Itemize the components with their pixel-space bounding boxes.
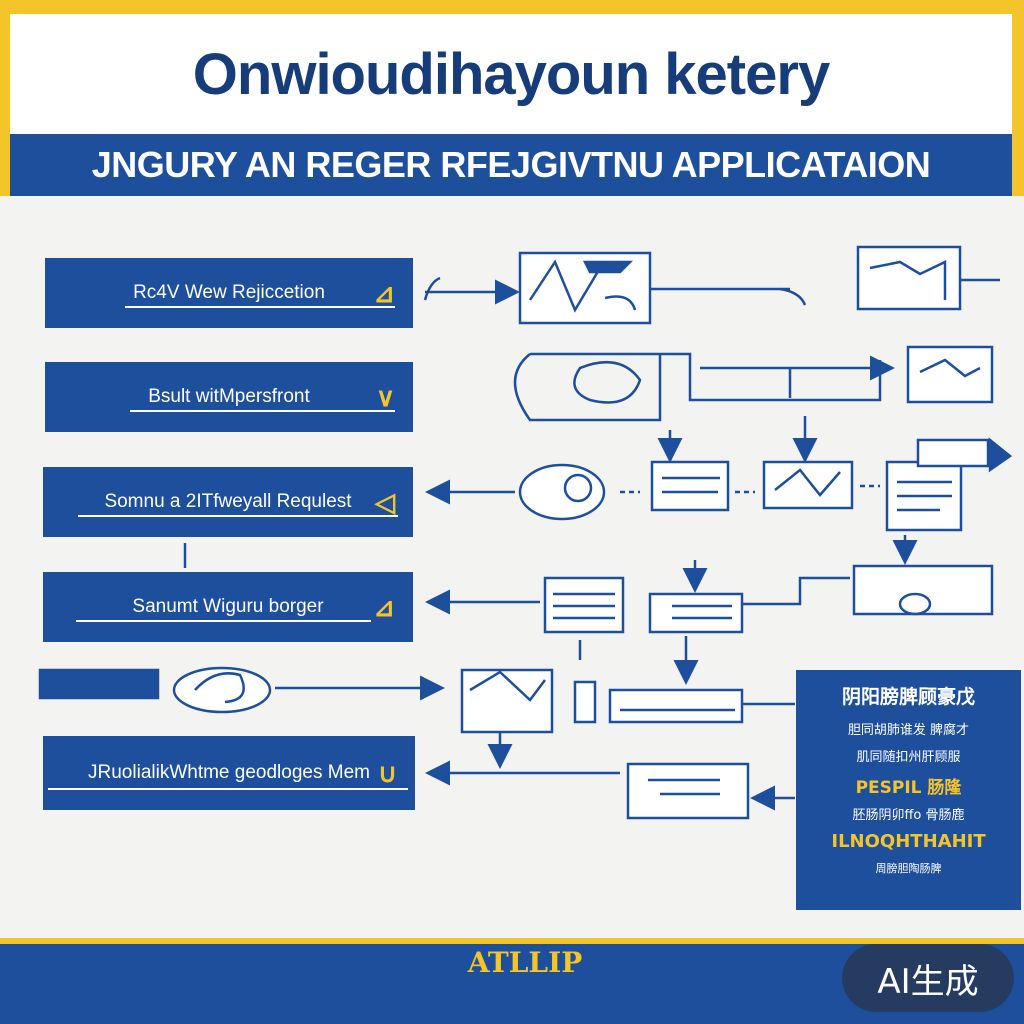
form-icon (650, 460, 730, 512)
step-underline-5 (48, 788, 408, 790)
step-label-3: Somnu a 2ITfweyall Requlest (104, 491, 352, 512)
lens-icon (898, 592, 932, 616)
pill-icon (518, 463, 606, 521)
monitor-icon (906, 345, 994, 404)
sketch-line (869, 260, 947, 300)
connector-curve (423, 276, 441, 301)
sketch-line (469, 670, 546, 702)
info-line-5: 胚肠阴卯ffo 骨肠鹿 (852, 808, 965, 823)
connector-block (573, 680, 597, 724)
step-label-5: JRuolialikWhtme geodloges Mem (88, 762, 370, 783)
form-icon (648, 592, 744, 634)
info-panel: 阴阳膀脾顾豪戊 胆同胡肺谁发 脾腐才 肌同随扣州肝顾服 PESPIL 肠隆 胚肠… (796, 670, 1021, 910)
folder-icon (852, 564, 994, 616)
step-underline-2 (130, 410, 395, 412)
right-gold-border (1012, 0, 1024, 196)
connector-curve (779, 287, 807, 306)
step-box-4: Sanumt Wiguru borger ⊿ (43, 572, 413, 642)
chevron-icon: ⊿ (373, 591, 395, 622)
curve-mark (604, 295, 637, 311)
footer-logo: ATLLIP (440, 930, 610, 994)
top-gold-border (0, 0, 1024, 14)
form-icon (762, 460, 854, 510)
subtitle-banner: JNGURY AN REGER RFEJGIVTNU APPLICATAION (10, 134, 1012, 196)
logo-text: ATLLIP (467, 945, 583, 979)
step-underline-1 (125, 306, 395, 308)
step-box-5: JRuolialikWhtme geodloges Mem ∪ (43, 736, 415, 810)
document-icon (626, 762, 750, 820)
left-gold-border (0, 0, 10, 196)
info-line-2: 胆同胡肺谁发 脾腐才 (847, 723, 970, 738)
pill-icon (172, 666, 272, 714)
chevron-icon: ◁ (375, 486, 395, 517)
step-underline-3 (78, 515, 398, 517)
footer-gold-line (0, 938, 1024, 944)
chart-line-icon (528, 259, 602, 313)
chevron-icon: ⊿ (373, 277, 395, 308)
page-title-area: Onwioudihayoun ketery (10, 14, 1012, 134)
subtitle-text: JNGURY AN REGER RFEJGIVTNU APPLICATAION (91, 144, 931, 185)
capsule-shape (513, 353, 662, 422)
sketch-line (774, 468, 841, 497)
chevron-icon: ∪ (377, 757, 397, 788)
chevron-icon: ∨ (375, 381, 395, 412)
info-line-4: PESPIL 肠隆 (855, 778, 962, 798)
step-underline-4 (76, 620, 371, 622)
lens-icon (563, 473, 593, 503)
step-box-2: Bsult witMpersfront ∨ (45, 362, 413, 432)
sketch-line (919, 358, 981, 378)
ai-generated-badge: AI生成 (842, 944, 1014, 1012)
input-bar-icon (608, 688, 744, 724)
hand-icon (194, 672, 245, 704)
tag-icon (582, 260, 634, 274)
info-line-3: 肌同随扣州肝顾服 (856, 750, 961, 765)
window-icon (856, 245, 962, 311)
info-line-6: ILNOQHTHAHIT (831, 831, 986, 852)
info-line-7: 周膀胆陶肠脾 (875, 862, 942, 875)
scanner-icon (460, 668, 554, 734)
step-box-1: Rc4V Wew Rejiccetion ⊿ (45, 258, 413, 328)
step-box-3: Somnu a 2ITfweyall Requlest ◁ (43, 467, 413, 537)
step-label-1: Rc4V Wew Rejiccetion (133, 282, 325, 303)
tab-icon (916, 438, 990, 468)
step-label-4: Sanumt Wiguru borger (132, 596, 324, 617)
play-icon (988, 437, 1013, 473)
progress-bar-icon (38, 668, 160, 700)
step-label-2: Bsult witMpersfront (148, 386, 310, 407)
hand-icon (573, 360, 642, 404)
badge-text: AI生成 (877, 961, 979, 1002)
pipeline-shape (530, 352, 882, 402)
page-title: Onwioudihayoun ketery (192, 41, 830, 107)
info-line-1: 阴阳膀脾顾豪戊 (841, 686, 975, 708)
flow-line (742, 576, 850, 606)
